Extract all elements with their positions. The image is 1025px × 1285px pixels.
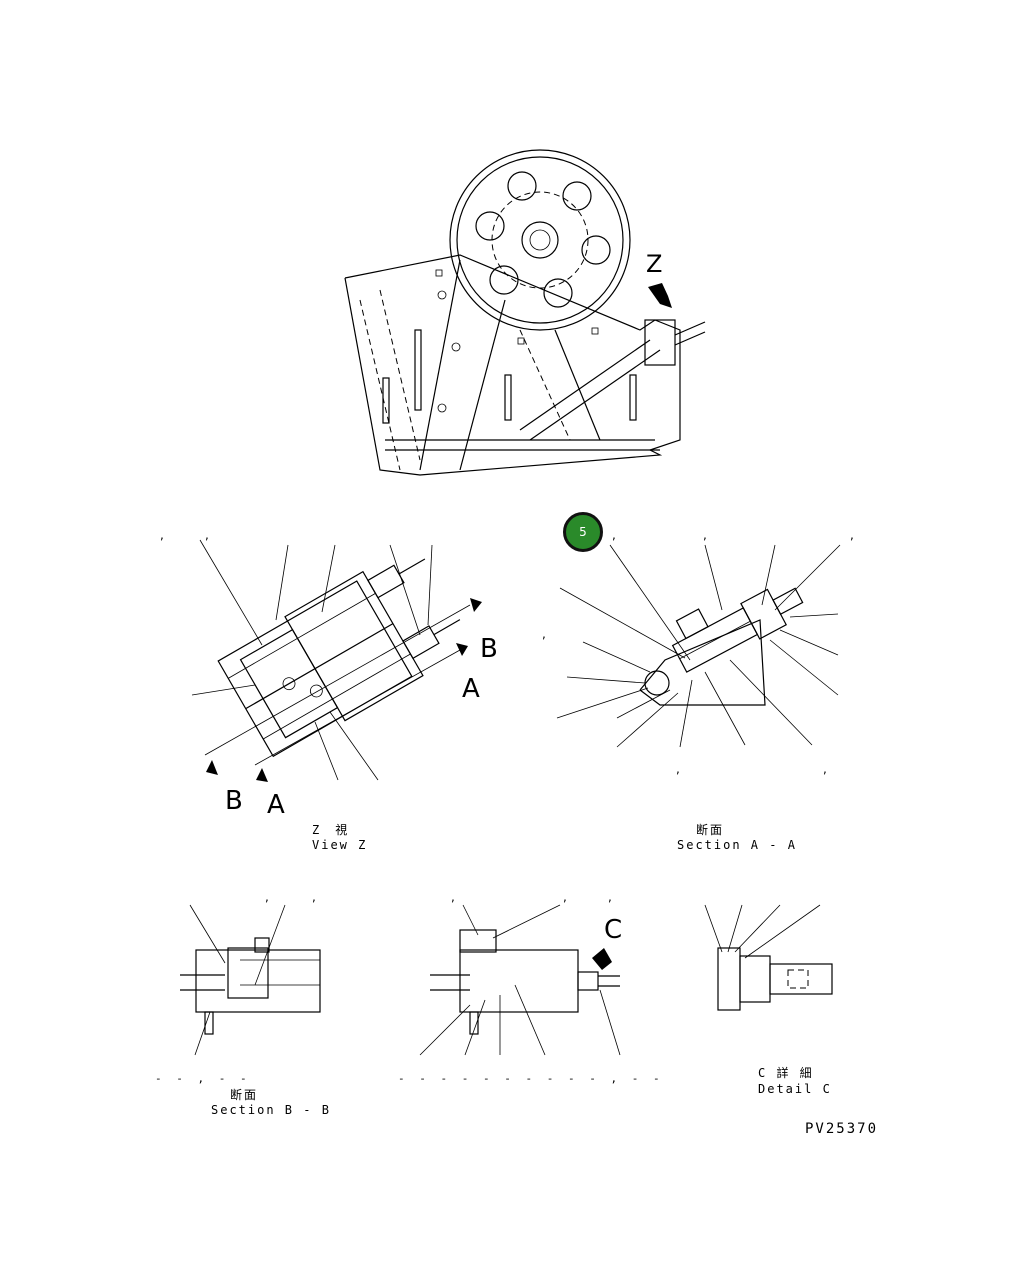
detail-c-drawing [704, 904, 833, 1011]
callout-comma: , [612, 528, 616, 542]
callout-comma: , [451, 890, 455, 904]
section-aa-caption-en: Section A - A [677, 838, 797, 852]
view-arrow-letter-z: Z [646, 250, 663, 278]
view-z-caption-jp: Z 視 [312, 823, 350, 837]
section-middle-drawing [419, 904, 621, 1056]
callout-marker-label: 5 [579, 525, 587, 539]
view-z-caption-en: View Z [312, 838, 368, 852]
section-letter-a-right: A [462, 674, 480, 704]
callout-comma: , [563, 890, 567, 904]
view-z-drawing [191, 539, 482, 782]
callout-comma: , [160, 528, 164, 542]
drawing-number: PV25370 [805, 1121, 879, 1137]
section-letter-b-left: B [225, 786, 243, 816]
callout-comma: , [265, 890, 269, 904]
section-bb-drawing [180, 904, 321, 1056]
callout-comma: , [608, 890, 612, 904]
section-aa-drawing [556, 544, 841, 748]
callout-comma: , [703, 528, 707, 542]
callout-comma: , [205, 528, 209, 542]
callout-comma: , [850, 528, 854, 542]
detail-c-caption-jp: C 詳 細 [758, 1066, 814, 1080]
callout-comma: , [676, 762, 680, 776]
callout-comma: , [542, 627, 546, 641]
section-bb-caption-jp: 断面 [230, 1088, 259, 1102]
section-bb-caption-en: Section B - B [211, 1103, 331, 1117]
section-letter-a-left: A [267, 790, 285, 820]
callout-comma: , [823, 762, 827, 776]
section-middle-footnote: - - - - - - - - - - , - - [398, 1072, 664, 1085]
callout-comma: , [312, 890, 316, 904]
section-bb-footnote: - - , - - [155, 1072, 251, 1085]
section-aa-caption-jp: 断面 [696, 823, 725, 837]
section-letter-b-right: B [480, 634, 498, 664]
callout-marker[interactable]: 5 [563, 512, 603, 552]
detail-c-letter: C [604, 915, 623, 945]
main-view-drawing [344, 149, 706, 476]
detail-c-caption-en: Detail C [758, 1082, 832, 1096]
